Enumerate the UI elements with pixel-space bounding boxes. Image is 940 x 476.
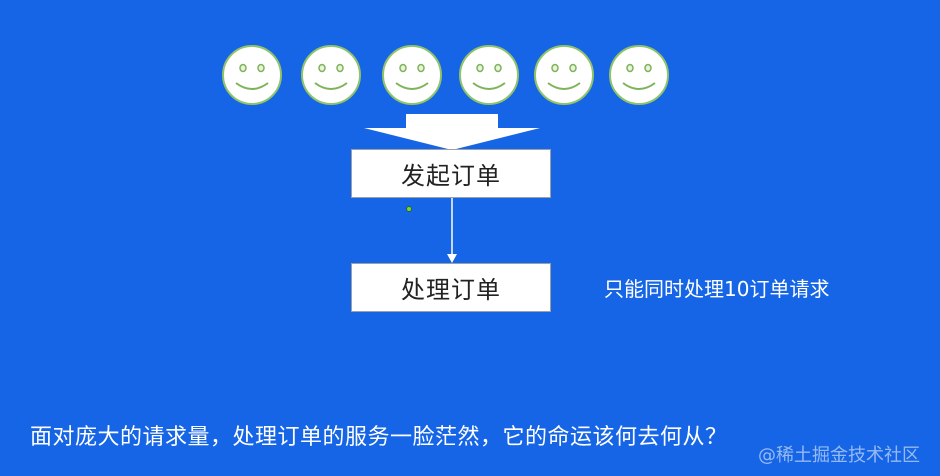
smiley-face-icon [300,44,362,106]
connector-arrow [447,198,457,263]
smiley-face-icon [533,44,595,106]
smiley-face-icon [381,44,443,106]
submit-order-box: 发起订单 [351,149,551,198]
user-faces-row [0,0,940,120]
smiley-face-icon [458,44,520,106]
capacity-note: 只能同时处理10订单请求 [604,277,830,301]
submit-order-label: 发起订单 [401,162,501,190]
smiley-face-icon [608,44,670,106]
caption-text: 面对庞大的请求量，处理订单的服务一脸茫然，它的命运该何去何从？ [30,425,728,450]
smiley-face-icon [221,44,283,106]
down-arrow-icon [364,114,540,150]
watermark: @稀土掘金技术社区 [758,445,920,466]
anchor-dot [406,206,412,212]
process-order-label: 处理订单 [401,276,501,304]
process-order-box: 处理订单 [351,263,551,312]
